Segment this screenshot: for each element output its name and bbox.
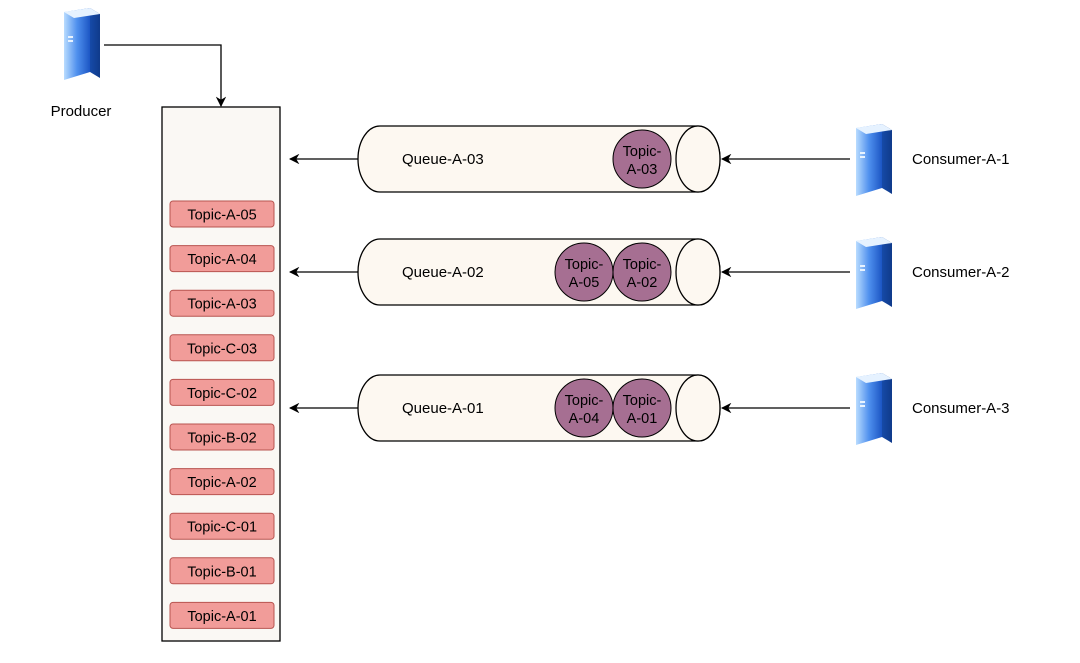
topic-label: Topic-B-01 [187, 564, 256, 580]
queue-message: Topic- A-01 [612, 378, 672, 438]
message-label-line2: A-03 [627, 162, 658, 178]
queue-message: Topic- A-02 [612, 242, 672, 302]
topic-label: Topic-C-02 [187, 386, 257, 402]
topic-item: Topic-B-02 [169, 423, 275, 451]
topic-item: Topic-A-04 [169, 245, 275, 273]
topic-item: Topic-C-02 [169, 378, 275, 406]
queue-message: Topic- A-03 [612, 129, 672, 189]
queue-cylinder-cap [675, 125, 721, 193]
message-circle [612, 242, 672, 302]
topic-box [169, 512, 275, 540]
queue-label: Queue-A-01 [402, 400, 484, 417]
queue-row: Queue-A-03 Topic- A-03 Consumer-A-1 [288, 124, 1010, 196]
topic-item: Topic-B-01 [169, 557, 275, 585]
consumer-server-icon [856, 124, 892, 196]
message-label-line1: Topic- [565, 393, 604, 409]
topic-box [169, 557, 275, 585]
producer: Producer [51, 8, 112, 120]
topic-box [169, 601, 275, 629]
message-label-line2: A-01 [627, 411, 658, 427]
topic-label: Topic-C-03 [187, 341, 257, 357]
topic-list: Topic-A-05Topic-A-04Topic-A-03Topic-C-03… [169, 200, 275, 629]
consumer-label: Consumer-A-2 [912, 264, 1010, 281]
queue-message: Topic- A-05 [554, 242, 614, 302]
queue-label: Queue-A-03 [402, 151, 484, 168]
queue-row: Queue-A-02 Topic- A-05 Topic- A-02 Consumer-A… [288, 237, 1010, 309]
topic-label: Topic-C-01 [187, 520, 257, 536]
topic-label: Topic-B-02 [187, 431, 256, 447]
topic-box [169, 289, 275, 317]
consumer-server-icon [856, 373, 892, 445]
message-circle [612, 129, 672, 189]
message-circle [612, 378, 672, 438]
topic-box [169, 423, 275, 451]
producer-label: Producer [51, 103, 112, 120]
topic-item: Topic-C-01 [169, 512, 275, 540]
topic-label: Topic-A-05 [187, 208, 256, 224]
queue-cylinder-cap [675, 238, 721, 306]
topic-label: Topic-A-01 [187, 609, 256, 625]
queue-row: Queue-A-01 Topic- A-04 Topic- A-01 Consumer-A… [288, 373, 1010, 445]
message-label-line1: Topic- [565, 257, 604, 273]
queue-message: Topic- A-04 [554, 378, 614, 438]
topic-label: Topic-A-03 [187, 297, 256, 313]
topic-box [169, 200, 275, 228]
topic-item: Topic-C-03 [169, 334, 275, 362]
topic-label: Topic-A-02 [187, 475, 256, 491]
message-label-line1: Topic- [623, 257, 662, 273]
consumer-label: Consumer-A-3 [912, 400, 1010, 417]
topic-box [169, 468, 275, 496]
consumer-server-icon [856, 237, 892, 309]
topic-box [169, 378, 275, 406]
message-label-line2: A-02 [627, 275, 658, 291]
queue-label: Queue-A-02 [402, 264, 484, 281]
queue-cylinder-cap [675, 374, 721, 442]
topic-box [169, 245, 275, 273]
producer-server-icon [64, 8, 100, 80]
topic-item: Topic-A-01 [169, 601, 275, 629]
message-label-line2: A-05 [569, 275, 600, 291]
producer-connector [104, 44, 227, 108]
topic-container [161, 106, 281, 642]
topic-item: Topic-A-03 [169, 289, 275, 317]
consumer-label: Consumer-A-1 [912, 151, 1010, 168]
topic-item: Topic-A-05 [169, 200, 275, 228]
message-label-line1: Topic- [623, 144, 662, 160]
message-label-line1: Topic- [623, 393, 662, 409]
topic-box [169, 334, 275, 362]
message-label-line2: A-04 [569, 411, 600, 427]
topic-item: Topic-A-02 [169, 468, 275, 496]
topic-label: Topic-A-04 [187, 252, 256, 268]
